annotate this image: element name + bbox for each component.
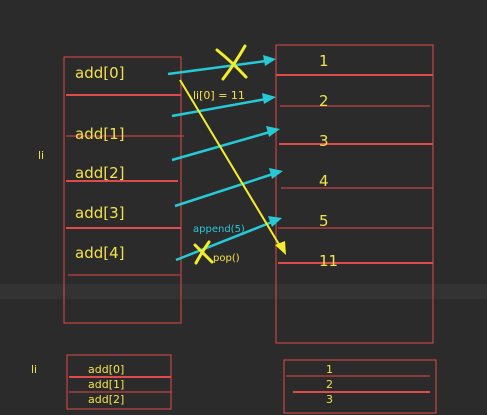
reference-arrow-0 (167, 59, 267, 76)
arrowhead (263, 55, 276, 66)
background-band (0, 284, 487, 299)
cross-mark-top (215, 44, 248, 81)
bottom-address-cell-2: add[2] (88, 393, 124, 406)
bottom-address-cell-1: add[1] (88, 378, 124, 391)
cross-mark-bottom (193, 240, 214, 265)
value-box: 1 2 3 4 5 11 (275, 44, 434, 344)
value-cell-3: 4 (319, 172, 329, 190)
bottom-address-box: add[0] add[1] add[2] (66, 354, 172, 410)
value-cell-0: 1 (319, 52, 329, 70)
arrowhead (269, 168, 283, 179)
value-cell-4: 5 (319, 212, 329, 230)
bottom-value-border (283, 359, 437, 414)
pop-annotation: pop() (213, 253, 240, 264)
address-box: add[0] add[1] add[2] add[3] add[4] (63, 56, 184, 324)
reassign-arrow (179, 79, 286, 255)
append-annotation: append(5) (193, 224, 245, 235)
address-cell-4: add[4] (75, 244, 124, 262)
bottom-address-border (66, 354, 172, 410)
reference-arrows (167, 55, 283, 262)
reference-arrow-4 (175, 220, 273, 262)
address-box-border (63, 56, 182, 324)
arrowhead (268, 216, 282, 227)
arrowhead (262, 93, 276, 104)
reassign-arrow-line (179, 79, 281, 247)
reference-arrow-1 (171, 97, 267, 118)
li-label: li (38, 149, 44, 162)
address-cell-0: add[0] (75, 64, 124, 82)
address-cell-3: add[3] (75, 204, 124, 222)
arrowhead (266, 126, 280, 137)
bottom-value-cell-0: 1 (326, 363, 333, 376)
bottom-value-box: 1 2 3 (283, 359, 437, 414)
assign-annotation: li[0] = 11 (193, 89, 245, 102)
arrowhead (275, 241, 286, 255)
reference-arrow-3 (174, 172, 274, 208)
reference-arrow-2 (171, 130, 271, 162)
value-cell-5: 11 (319, 252, 338, 270)
bottom-address-cell-0: add[0] (88, 363, 124, 376)
value-box-border (275, 44, 434, 344)
bottom-value-cell-2: 3 (326, 393, 333, 406)
bottom-value-cell-1: 2 (326, 378, 333, 391)
address-cell-2: add[2] (75, 164, 124, 182)
address-cell-1: add[1] (75, 125, 124, 143)
value-cell-2: 3 (319, 132, 329, 150)
bottom-li-label: li (31, 363, 37, 376)
value-cell-1: 2 (319, 92, 329, 110)
